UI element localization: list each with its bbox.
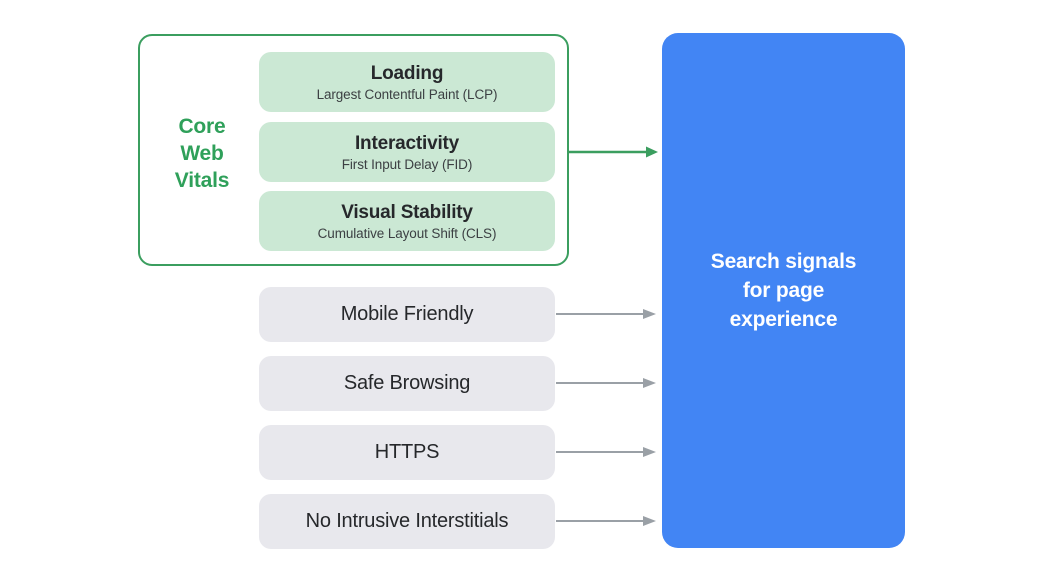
core-web-vitals-label-line-2: Web xyxy=(180,142,224,165)
signal-card-https[interactable]: HTTPS xyxy=(259,425,555,480)
metric-card-visual-stability[interactable]: Visual Stability Cumulative Layout Shift… xyxy=(259,191,555,251)
core-web-vitals-label: Core Web Vitals xyxy=(152,113,252,194)
metric-title: Interactivity xyxy=(354,132,460,154)
metric-subtitle: First Input Delay (FID) xyxy=(341,156,473,172)
metric-subtitle: Cumulative Layout Shift (CLS) xyxy=(317,225,497,241)
signal-title: Safe Browsing xyxy=(343,372,471,394)
signal-title: No Intrusive Interstitials xyxy=(305,510,509,532)
arrow-right-icon-https xyxy=(556,445,656,459)
signal-card-mobile-friendly[interactable]: Mobile Friendly xyxy=(259,287,555,342)
result-panel-search-signals: Search signals for page experience xyxy=(662,33,905,548)
arrow-right-icon-safe-browsing xyxy=(556,376,656,390)
signal-title: Mobile Friendly xyxy=(340,303,474,325)
arrow-right-icon-no-intrusive-interstitials xyxy=(556,514,656,528)
signal-card-no-intrusive-interstitials[interactable]: No Intrusive Interstitials xyxy=(259,494,555,549)
metric-subtitle: Largest Contentful Paint (LCP) xyxy=(316,86,498,102)
signal-card-safe-browsing[interactable]: Safe Browsing xyxy=(259,356,555,411)
arrow-right-icon-mobile-friendly xyxy=(556,307,656,321)
core-web-vitals-label-line-3: Vitals xyxy=(174,169,230,192)
metric-title: Loading xyxy=(370,62,444,84)
arrow-right-icon-core-web-vitals xyxy=(568,145,658,159)
result-panel-line-3: experience xyxy=(729,308,838,331)
result-panel-line-2: for page xyxy=(742,279,825,302)
core-web-vitals-label-line-1: Core xyxy=(178,115,226,138)
metric-card-loading[interactable]: Loading Largest Contentful Paint (LCP) xyxy=(259,52,555,112)
result-panel-line-1: Search signals xyxy=(710,250,857,273)
metric-card-interactivity[interactable]: Interactivity First Input Delay (FID) xyxy=(259,122,555,182)
metric-title: Visual Stability xyxy=(341,201,473,223)
signal-title: HTTPS xyxy=(374,441,440,463)
result-panel-text: Search signals for page experience xyxy=(685,247,882,334)
